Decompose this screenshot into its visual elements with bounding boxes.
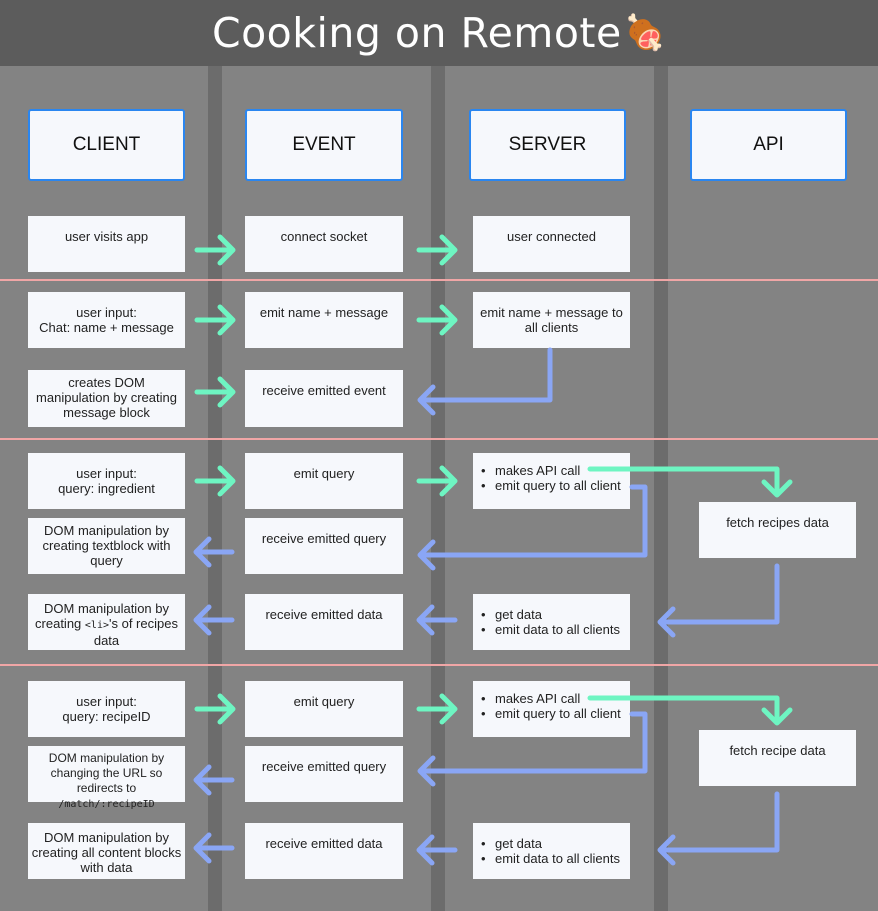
arrow-return — [657, 791, 780, 866]
section-separator — [0, 664, 878, 666]
arrow-left — [193, 764, 235, 796]
box-line: user input: — [76, 305, 137, 320]
event-box: receive emitted query — [245, 518, 403, 574]
arrow-to-api — [587, 466, 793, 498]
box-line: Chat: name + message — [39, 320, 174, 335]
box-line: query: ingredient — [58, 481, 155, 496]
arrow-right — [194, 693, 236, 725]
event-box: receive emitted data — [245, 594, 403, 650]
server-box: makes API call emit query to all client — [473, 453, 630, 509]
bullet-list: makes API call emit query to all client — [475, 463, 628, 493]
arrow-right — [416, 234, 458, 266]
title-bar: Cooking on Remote 🍖 — [0, 0, 878, 66]
bullet-list: get data emit data to all clients — [475, 836, 628, 866]
box-text: 's of recipes data — [93, 616, 178, 648]
client-box: user input: query: ingredient — [28, 453, 185, 509]
header-server: SERVER — [469, 109, 626, 181]
arrow-right — [416, 465, 458, 497]
header-client: CLIENT — [28, 109, 185, 181]
return-arrows — [193, 347, 780, 866]
event-box: emit query — [245, 681, 403, 737]
client-box: DOM manipulation by creating all content… — [28, 823, 185, 879]
client-box: creates DOM manipulation by creating mes… — [28, 370, 185, 427]
box-text: DOM manipulation by changing the URL so … — [48, 751, 165, 795]
arrow-left — [193, 832, 235, 864]
arrow-left — [193, 604, 235, 636]
api-box: fetch recipe data — [699, 730, 856, 786]
box-line: user input: — [76, 466, 137, 481]
client-box: DOM manipulation by creating textblock w… — [28, 518, 185, 574]
server-box: emit name + message to all clients — [473, 292, 630, 348]
server-box: user connected — [473, 216, 630, 272]
arrow-right — [194, 465, 236, 497]
arrow-right — [194, 376, 236, 408]
event-box: connect socket — [245, 216, 403, 272]
arrow-return — [657, 563, 780, 638]
api-box: fetch recipes data — [699, 502, 856, 558]
server-box: makes API call emit query to all client — [473, 681, 630, 737]
bullet-list: makes API call emit query to all client — [475, 691, 628, 721]
box-line: query: recipeID — [62, 709, 151, 724]
client-box: user input: query: recipeID — [28, 681, 185, 737]
arrow-to-api — [587, 695, 793, 726]
bullet-item: get data — [495, 607, 628, 622]
section-separator — [0, 279, 878, 281]
bullet-item: emit data to all clients — [495, 622, 628, 637]
bullet-item: emit data to all clients — [495, 851, 628, 866]
arrow-return — [417, 484, 648, 571]
bullet-list: get data emit data to all clients — [475, 607, 628, 637]
arrow-right — [194, 234, 236, 266]
code-text: /match/:recipeID — [58, 799, 155, 810]
bullet-item: get data — [495, 836, 628, 851]
arrow-return — [417, 347, 553, 416]
client-box: user input: Chat: name + message — [28, 292, 185, 348]
section-separator — [0, 438, 878, 440]
bullet-item: makes API call — [495, 463, 628, 478]
event-box: receive emitted event — [245, 370, 403, 427]
arrow-right — [416, 693, 458, 725]
event-box: receive emitted query — [245, 746, 403, 802]
arrow-left — [416, 604, 458, 636]
bullet-item: makes API call — [495, 691, 628, 706]
arrow-right — [416, 304, 458, 336]
header-api: API — [690, 109, 847, 181]
forward-arrows — [194, 234, 793, 726]
code-text: <li> — [84, 620, 109, 631]
event-box: receive emitted data — [245, 823, 403, 879]
server-box: get data emit data to all clients — [473, 594, 630, 650]
meat-on-bone-icon: 🍖 — [623, 14, 667, 52]
event-box: emit name + message — [245, 292, 403, 348]
lane-divider — [431, 66, 445, 911]
arrow-right — [194, 304, 236, 336]
box-text: DOM manipulation by creating — [35, 601, 169, 631]
lane-divider — [208, 66, 222, 911]
arrow-return — [417, 711, 648, 787]
header-event: EVENT — [245, 109, 403, 181]
event-box: emit query — [245, 453, 403, 509]
server-box: get data emit data to all clients — [473, 823, 630, 879]
box-line: user input: — [76, 694, 137, 709]
arrow-left — [193, 536, 235, 568]
client-box: DOM manipulation by changing the URL so … — [28, 746, 185, 810]
page-title: Cooking on Remote — [211, 9, 622, 57]
bullet-item: emit query to all client — [495, 478, 628, 493]
arrow-left — [416, 834, 458, 866]
client-box: DOM manipulation by creating <li>'s of r… — [28, 594, 185, 650]
bullet-item: emit query to all client — [495, 706, 628, 721]
client-box: user visits app — [28, 216, 185, 272]
